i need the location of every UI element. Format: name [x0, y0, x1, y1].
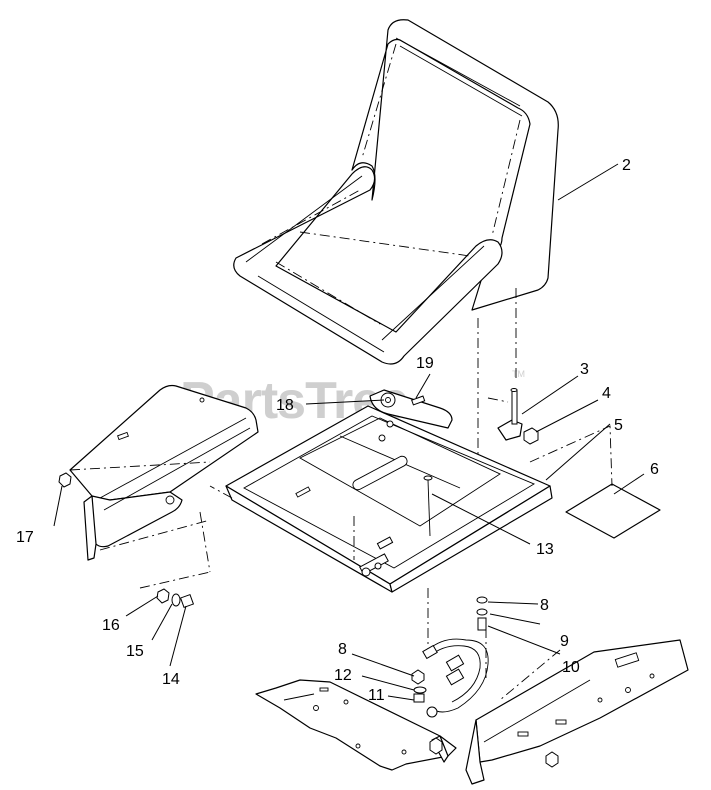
rear-bracket [369, 389, 453, 429]
callout-2: 2 [622, 157, 631, 174]
right-bottom-plate [465, 639, 689, 785]
left-side-panel [58, 384, 259, 573]
callout-8-right: 8 [540, 597, 549, 614]
left-bottom-plate [255, 679, 457, 771]
callout-6: 6 [650, 461, 659, 478]
seat-frame [209, 405, 553, 650]
nut-16 [156, 588, 170, 604]
seat [233, 19, 559, 470]
callout-17: 17 [16, 529, 34, 546]
callout-14: 14 [162, 671, 180, 688]
decal-6 [565, 483, 661, 539]
callout-15: 15 [126, 643, 144, 660]
callout-13: 13 [536, 541, 554, 558]
callout-18: 18 [276, 397, 294, 414]
callout-5: 5 [614, 417, 623, 434]
seat-switch-harness [411, 596, 489, 718]
watermark-tm: TM [512, 369, 525, 379]
callout-19: 19 [416, 355, 434, 372]
callout-10: 10 [562, 659, 580, 676]
callout-labels: 2 3 4 5 6 8 9 10 8 12 11 13 14 15 16 17 … [16, 157, 659, 704]
nut-4 [523, 427, 539, 445]
callout-16: 16 [102, 617, 120, 634]
bolt-19 [411, 395, 426, 406]
nut-17 [58, 472, 72, 488]
callout-12: 12 [334, 667, 352, 684]
callout-8-left: 8 [338, 641, 347, 658]
callout-11: 11 [368, 687, 385, 704]
washer-15 [171, 593, 181, 607]
callout-4: 4 [602, 385, 611, 402]
callout-3: 3 [580, 361, 589, 378]
hinge-pin-3 [487, 388, 523, 441]
hardware-14-15-16 [139, 571, 211, 609]
leader-lines [53, 163, 645, 701]
callout-9: 9 [560, 633, 569, 650]
bolt-14 [179, 593, 195, 609]
